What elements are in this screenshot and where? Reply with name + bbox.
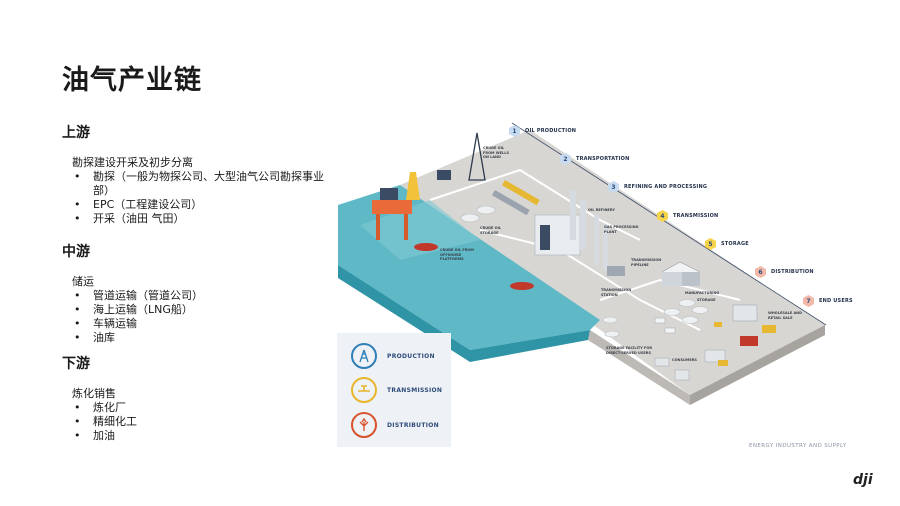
- label-manufacturing: MANUFACTURING: [685, 291, 720, 295]
- step-6: 6 DISTRIBUTION: [755, 266, 814, 278]
- list-item: 加油: [72, 429, 332, 443]
- label-oil-refinery: OIL REFINERY: [588, 208, 615, 212]
- label-wholesale: WHOLESALE AND RETAIL SALE: [768, 311, 802, 320]
- legend-production-label: PRODUCTION: [387, 352, 435, 360]
- step-4-label: TRANSMISSION: [673, 213, 719, 219]
- illustration-caption: ENERGY INDUSTRY AND SUPPLY: [749, 443, 847, 449]
- split-arrows-icon: [351, 412, 377, 438]
- step-5-label: STORAGE: [721, 241, 749, 247]
- supply-chain-illustration: [338, 122, 827, 405]
- legend-production: PRODUCTION: [351, 343, 435, 369]
- list-item: 管道运输（管道公司）: [72, 289, 332, 303]
- step-6-label: DISTRIBUTION: [771, 269, 814, 275]
- label-consumers: CONSUMERS: [672, 358, 697, 362]
- pump-jack: [437, 170, 451, 180]
- downstream-section: 下游 炼化销售 炼化厂 精细化工 加油: [62, 353, 332, 443]
- step-4: 4 TRANSMISSION: [657, 210, 718, 222]
- legend-box: PRODUCTION TRANSMISSION DISTRIBUTION: [337, 333, 451, 447]
- transmission-station: [607, 266, 625, 276]
- step-1-badge: 1: [509, 125, 520, 137]
- upstream-section: 上游 勘探建设开采及初步分离 勘探（一般为物探公司、大型油气公司勘探事业部） E…: [62, 122, 332, 226]
- page-title: 油气产业链: [62, 65, 202, 96]
- label-crude-storage: CRUDE OIL STORAGE: [480, 226, 502, 235]
- step-4-badge: 4: [657, 210, 668, 222]
- step-2-badge: 2: [560, 153, 571, 165]
- step-7-label: END USERS: [819, 298, 853, 304]
- step-5: 5 STORAGE: [705, 238, 749, 250]
- step-1: 1 OIL PRODUCTION: [509, 125, 576, 137]
- storage-tanks: [460, 205, 709, 338]
- list-item: 车辆运输: [72, 317, 332, 331]
- step-3-label: REFINING AND PROCESSING: [624, 184, 708, 190]
- step-3: 3 REFINING AND PROCESSING: [608, 181, 707, 193]
- list-item: 炼化厂: [72, 401, 332, 415]
- derrick: [468, 132, 486, 181]
- midstream-section: 中游 储运 管道运输（管道公司） 海上运输（LNG船） 车辆运输 油库: [62, 241, 332, 345]
- wholesale-buildings: [732, 304, 776, 346]
- upstream-heading: 上游: [62, 125, 90, 141]
- downstream-heading: 下游: [62, 356, 90, 372]
- label-offshore: CRUDE OIL FROM OFFSHORE PLATFORMS: [440, 248, 474, 261]
- consumer-houses: [654, 349, 728, 381]
- label-crude-wells: CRUDE OIL FROM WELLS ON LAND: [483, 146, 509, 159]
- label-station: TRANSMISSION STATION: [601, 288, 632, 297]
- ground-top: [400, 130, 825, 395]
- sea-highlight: [360, 200, 480, 260]
- trucks: [654, 317, 722, 334]
- oil-derrick-icon: [351, 343, 377, 369]
- list-item: 开采（油田 气田）: [72, 212, 332, 226]
- step-2-label: TRANSPORTATION: [576, 156, 630, 162]
- label-gas-plant: GAS PROCESSING PLANT: [604, 225, 639, 234]
- ground-side-front: [588, 330, 690, 405]
- upstream-lead: 勘探建设开采及初步分离: [72, 156, 193, 169]
- step-7: 7 END USERS: [803, 295, 853, 307]
- step-3-badge: 3: [608, 181, 619, 193]
- legend-transmission: TRANSMISSION: [351, 377, 442, 403]
- label-storage: STORAGE: [697, 298, 716, 302]
- list-item: 油库: [72, 331, 332, 345]
- step-5-badge: 5: [705, 238, 716, 250]
- downstream-list: 炼化厂 精细化工 加油: [62, 401, 332, 443]
- list-item: 精细化工: [72, 415, 332, 429]
- dji-logo: dji: [853, 472, 873, 488]
- step-1-label: OIL PRODUCTION: [525, 128, 577, 134]
- label-pipeline: TRANSMISSION PIPELINE: [631, 258, 662, 267]
- midstream-lead: 储运: [72, 275, 94, 288]
- ground-side-right: [690, 325, 825, 405]
- label-storage-facility: STORAGE FACILITY FOR DIRECT-SERVED USERS: [606, 346, 653, 355]
- manufacturing: [661, 261, 701, 286]
- downstream-lead: 炼化销售: [72, 387, 116, 400]
- list-item: 海上运输（LNG船）: [72, 303, 332, 317]
- list-item: EPC（工程建设公司）: [72, 198, 332, 212]
- midstream-heading: 中游: [62, 244, 90, 260]
- offshore-platform: [372, 172, 420, 240]
- list-item: 勘探（一般为物探公司、大型油气公司勘探事业部）: [72, 170, 332, 198]
- upstream-list: 勘探（一般为物探公司、大型油气公司勘探事业部） EPC（工程建设公司） 开采（油…: [62, 170, 332, 226]
- refinery: [534, 190, 608, 270]
- tanker-ship: [510, 282, 534, 290]
- tanker-ship: [414, 243, 438, 251]
- legend-distribution-label: DISTRIBUTION: [387, 421, 439, 429]
- midstream-list: 管道运输（管道公司） 海上运输（LNG船） 车辆运输 油库: [62, 289, 332, 345]
- step-6-badge: 6: [755, 266, 766, 278]
- valve-icon: [351, 377, 377, 403]
- step-7-badge: 7: [803, 295, 814, 307]
- legend-transmission-label: TRANSMISSION: [387, 386, 443, 394]
- step-2: 2 TRANSPORTATION: [560, 153, 629, 165]
- rail-cars: [492, 179, 540, 216]
- legend-distribution: DISTRIBUTION: [351, 412, 439, 438]
